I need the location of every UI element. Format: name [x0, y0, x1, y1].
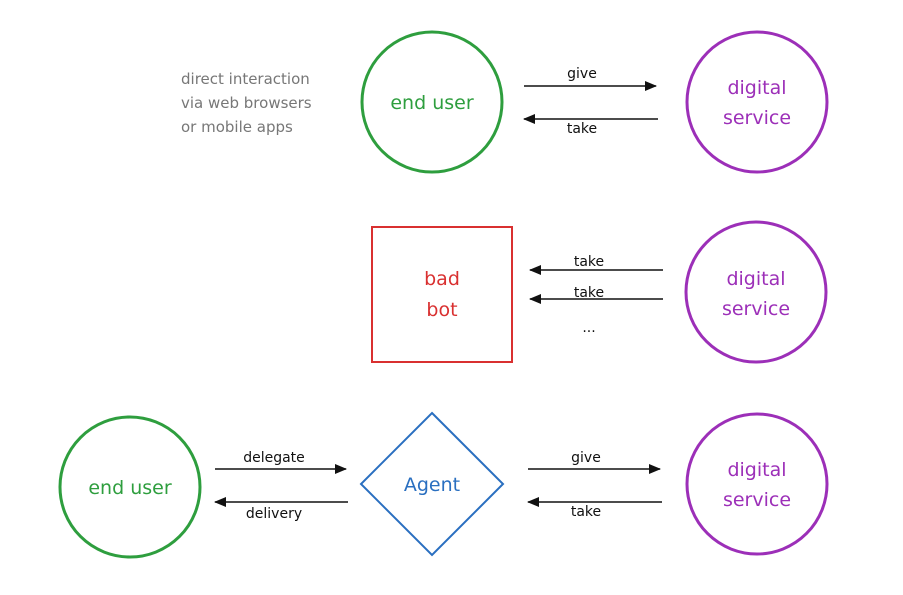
digital-service-label-top-2: service — [723, 107, 791, 129]
note-line-1: direct interaction — [181, 70, 310, 88]
give-label-top: give — [567, 66, 597, 82]
end-user-label-bottom: end user — [88, 477, 171, 499]
digital-service-label-top-1: digital — [727, 77, 786, 99]
end-user-label-top: end user — [390, 92, 473, 114]
digital-service-label-bottom-2: service — [723, 489, 791, 511]
digital-service-node-middle — [684, 220, 828, 364]
take-label-bot-2: take — [574, 285, 604, 301]
bad-bot-node — [371, 226, 513, 363]
delivery-label: delivery — [246, 506, 302, 522]
digital-service-node-top — [685, 30, 829, 174]
note-line-2: via web browsers — [181, 94, 312, 112]
digital-service-label-middle-2: service — [722, 298, 790, 320]
agent-node — [359, 411, 505, 557]
end-user-node-top — [360, 30, 504, 174]
digital-service-label-middle-1: digital — [726, 268, 785, 290]
bad-bot-label-2: bot — [426, 299, 457, 321]
take-label-bottom: take — [571, 504, 601, 520]
agent-label: Agent — [404, 474, 460, 496]
delegate-label: delegate — [243, 450, 305, 466]
bad-bot-label-1: bad — [424, 268, 460, 290]
ellipsis-label: ... — [582, 320, 595, 336]
end-user-node-bottom — [58, 415, 202, 559]
give-label-bottom: give — [571, 450, 601, 466]
take-label-bot-1: take — [574, 254, 604, 270]
note-line-3: or mobile apps — [181, 118, 293, 136]
take-label-top: take — [567, 121, 597, 137]
digital-service-node-bottom — [685, 412, 829, 556]
digital-service-label-bottom-1: digital — [727, 459, 786, 481]
